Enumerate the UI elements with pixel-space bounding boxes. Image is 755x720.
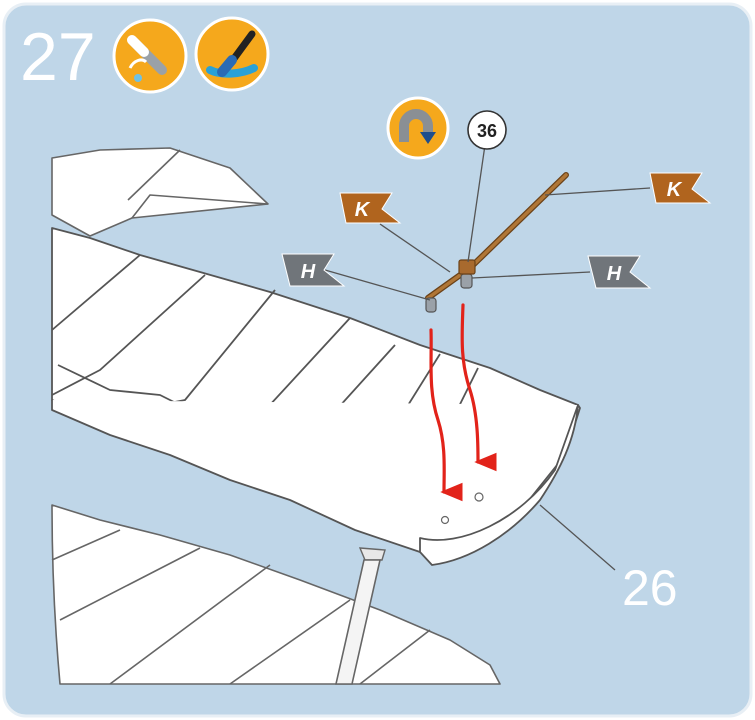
- part-callout: 36: [468, 111, 506, 149]
- paint-brush-icon: [196, 18, 268, 90]
- step-number: 27: [20, 19, 96, 95]
- flag-letter: K: [355, 199, 371, 221]
- flag-letter: H: [301, 261, 316, 283]
- part-number-label: 36: [477, 121, 497, 141]
- mount-hole-left: [442, 517, 449, 524]
- mount-hole-right: [475, 493, 483, 501]
- glue-applicator-icon: [114, 20, 186, 92]
- rotate-arrow-icon: [388, 98, 448, 158]
- reference-part-label: 26: [622, 560, 678, 616]
- flag-letter: K: [667, 179, 683, 201]
- flag-letter: H: [607, 263, 622, 285]
